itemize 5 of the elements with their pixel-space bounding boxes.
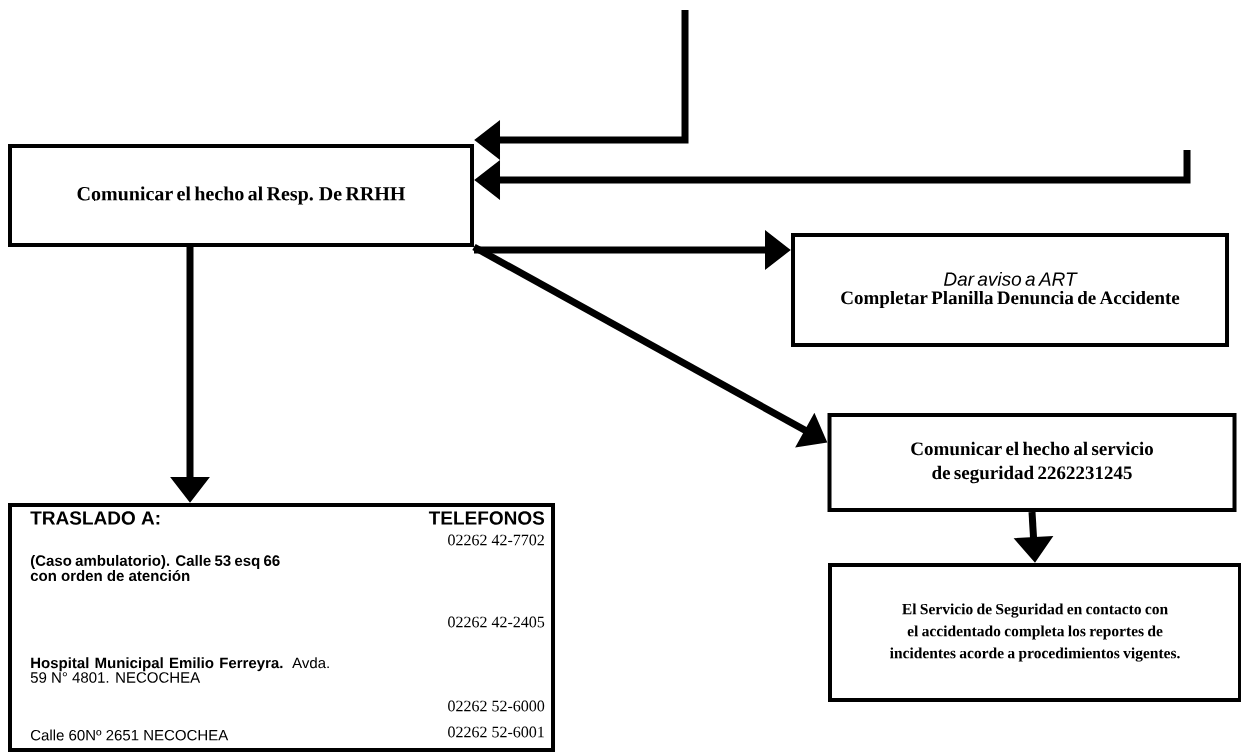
process-box: El Servicio de Seguridad en contacto con el accidentado completa los reportes de incidentes acorde a procedimientos vigentes. xyxy=(828,563,1241,702)
process-box: Comunicar el hecho al servicio de seguridad 2262231245 xyxy=(827,413,1237,512)
table-box: TRASLADO A: TELEFONOS (Caso ambulatorio). Calle 53 esq 66 con orden de atención 02262 42-7702 Hospital Municipal Emilio Ferreyra. Avda. 59 N° 4801. NECOCHEA 02262 42-2405 02262 52-6000 Calle 60Nº 2651 NECOCHEA 02262 52-6001 xyxy=(8,503,555,752)
process-box: Dar aviso a ART Completar Planilla Denuncia de Accidente xyxy=(791,233,1229,347)
process-box: Comunicar el hecho al Resp. De RRHH xyxy=(8,144,474,247)
